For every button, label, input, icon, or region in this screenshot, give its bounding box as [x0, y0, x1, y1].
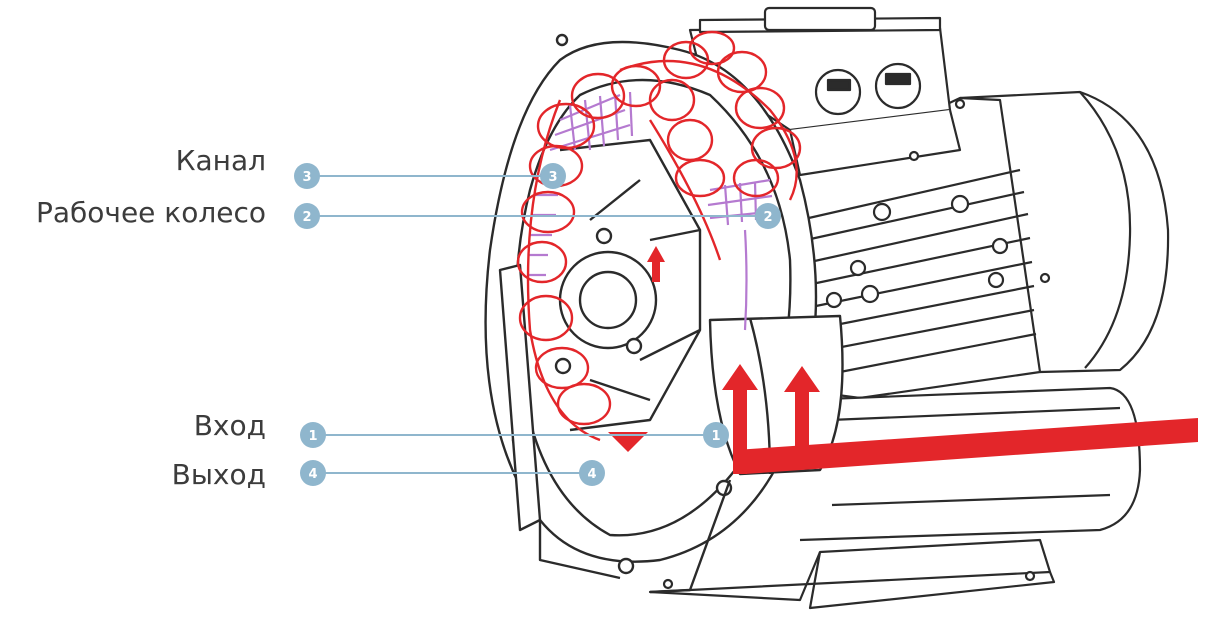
badge-outlet-right: 4 [579, 460, 605, 486]
outlet-arrow [608, 432, 648, 452]
badge-inlet-right: 1 [703, 422, 729, 448]
svg-text:2: 2 [763, 210, 772, 225]
svg-text:1: 1 [308, 429, 317, 444]
up-arrow-left [722, 364, 758, 474]
motor-body [648, 90, 1170, 610]
badge-impeller-left: 2 [294, 203, 320, 229]
svg-text:3: 3 [548, 170, 557, 185]
up-arrow-right [784, 366, 820, 458]
label-outlet: Выход [171, 458, 266, 491]
svg-text:1: 1 [711, 429, 720, 444]
label-inlet: Вход [193, 409, 266, 442]
badge-inlet-left: 1 [300, 422, 326, 448]
inlet-flow-arrow [735, 418, 1198, 474]
svg-text:4: 4 [587, 467, 596, 482]
svg-text:3: 3 [302, 170, 311, 185]
label-channel: Канал [175, 144, 266, 177]
label-impeller: Рабочее колесо [35, 196, 266, 229]
badge-outlet-left: 4 [300, 460, 326, 486]
svg-text:2: 2 [302, 210, 311, 225]
badge-impeller-right: 2 [755, 203, 781, 229]
leader-lines [307, 175, 768, 474]
badge-channel-left: 3 [294, 163, 320, 189]
hub-arrow [647, 246, 665, 282]
airflow-arrows [608, 246, 1198, 474]
badge-channel-right: 3 [540, 163, 566, 189]
airflow-channel-spiral [516, 30, 802, 442]
svg-text:4: 4 [308, 467, 317, 482]
